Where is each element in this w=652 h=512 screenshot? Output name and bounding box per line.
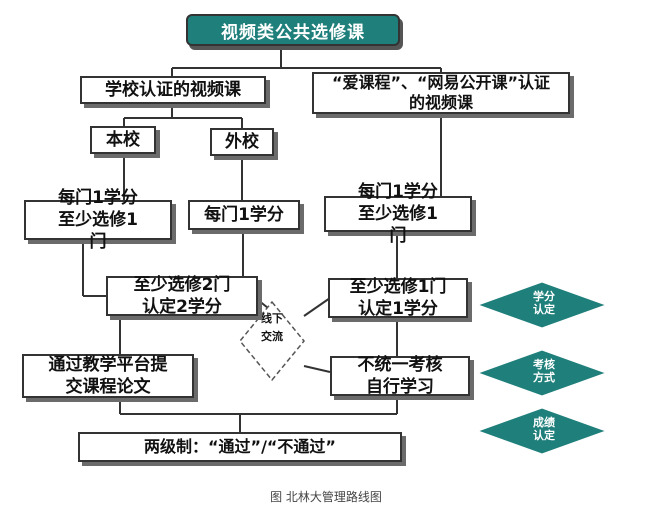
exam-diamond <box>476 349 608 397</box>
self-study-label: 不统一考核自行学习 <box>357 355 443 397</box>
diamond-label-line: 考核 <box>533 357 555 371</box>
grading-box: 两级制：“通过”/“不通过” <box>78 432 402 462</box>
left-minimum-box: 至少选修2门认定2学分 <box>106 275 258 317</box>
right-minimum-label: 至少选修1门认定1学分 <box>349 277 447 319</box>
diamond-label-line: 交流 <box>261 329 283 343</box>
grade-diamond <box>476 407 608 455</box>
submit-paper-box: 通过教学平台提交课程论文 <box>22 354 194 398</box>
offline-exchange-diamond <box>239 300 305 382</box>
diamond-label-line: 认定 <box>533 428 555 442</box>
platform-certified-box: “爱课程”、“网易公开课”认证的视频课 <box>312 72 570 114</box>
school-certified-box: 学校认证的视频课 <box>80 76 266 104</box>
offline-exchange-label: 线下交流 <box>261 311 283 343</box>
other-school-box: 外校 <box>210 128 274 156</box>
platform-certified-label: “爱课程”、“网易公开课”认证的视频课 <box>331 73 551 112</box>
other-credit-box: 每门1学分 <box>188 200 300 230</box>
credit-diamond <box>476 281 608 329</box>
right-minimum-box: 至少选修1门认定1学分 <box>328 277 468 319</box>
diamond-label-line: 认定 <box>533 302 555 316</box>
self-study-box: 不统一考核自行学习 <box>330 355 470 397</box>
diamond-label-line: 方式 <box>533 370 555 384</box>
right-credit-label: 每门1学分至少选修1门 <box>358 182 438 246</box>
exam-diamond-label: 考核方式 <box>533 357 555 384</box>
home-credit-label: 每门1学分至少选修1门 <box>58 188 138 252</box>
left-minimum-label: 至少选修2门认定2学分 <box>133 275 231 317</box>
diamond-label-line: 学分 <box>533 289 555 303</box>
grade-diamond-label: 成绩认定 <box>533 415 555 442</box>
diamond-label-line: 线下 <box>261 311 283 325</box>
submit-paper-label: 通过教学平台提交课程论文 <box>48 355 168 397</box>
home-school-box: 本校 <box>90 126 156 154</box>
diagram-title: 视频类公共选修课 <box>186 14 400 46</box>
credit-diamond-label: 学分认定 <box>533 289 555 316</box>
figure-caption: 图 北林大管理路线图 <box>270 490 382 504</box>
home-credit-box: 每门1学分至少选修1门 <box>24 188 172 252</box>
right-credit-box: 每门1学分至少选修1门 <box>324 182 472 246</box>
diamond-label-line: 成绩 <box>533 415 555 429</box>
